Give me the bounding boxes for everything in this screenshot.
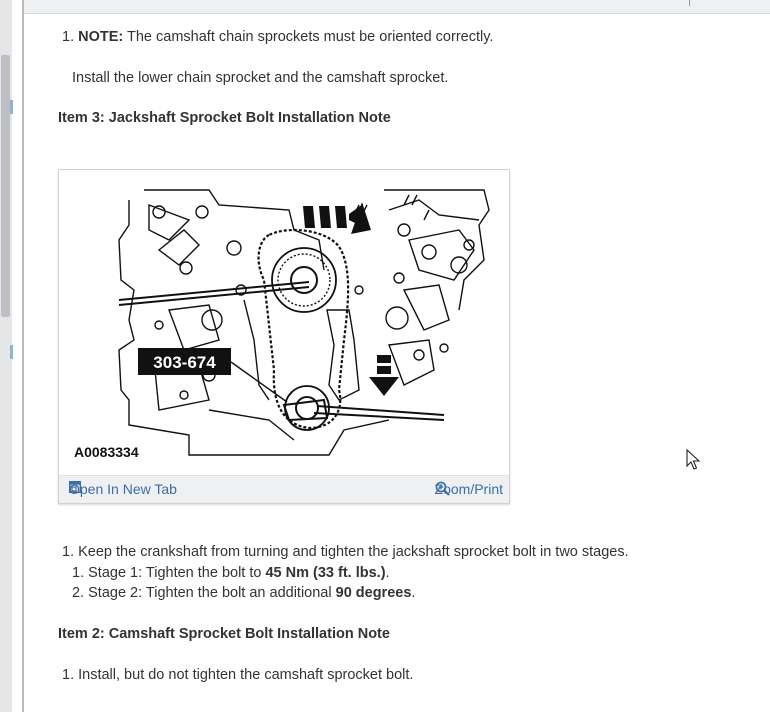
scroll-marker bbox=[10, 345, 13, 359]
left-scrollbar[interactable] bbox=[0, 0, 13, 712]
step-install-text: Install the lower chain sprocket and the… bbox=[72, 70, 449, 86]
figure-panel: 303-674 A0083334 Open In New Tab Zoom/Pr… bbox=[58, 169, 510, 504]
figure-toolbar: Open In New Tab Zoom/Print bbox=[59, 475, 509, 503]
scroll-marker bbox=[10, 100, 13, 114]
zoom-print-link[interactable]: Zoom/Print bbox=[435, 481, 503, 497]
figure-caption: A0083334 bbox=[74, 444, 139, 460]
step-crankshaft: 1. Keep the crankshaft from turning and … bbox=[62, 544, 629, 560]
top-header-strip bbox=[24, 0, 770, 14]
zoom-print-label: Zoom/Print bbox=[434, 481, 503, 497]
step-note: 1. NOTE: The camshaft chain sprockets mu… bbox=[62, 29, 494, 45]
substep-stage-2: 2. Stage 2: Tighten the bolt an addition… bbox=[72, 585, 416, 601]
frame-divider bbox=[22, 0, 24, 712]
item2-heading: Item 2: Camshaft Sprocket Bolt Installat… bbox=[58, 626, 390, 642]
tool-number-label: 303-674 bbox=[153, 353, 216, 372]
open-in-new-tab-link[interactable]: Open In New Tab bbox=[69, 481, 177, 497]
open-in-new-tab-icon bbox=[69, 481, 81, 493]
engine-diagram: 303-674 bbox=[118, 189, 490, 456]
step-camshaft-bolt: 1. Install, but do not tighten the camsh… bbox=[62, 667, 414, 683]
mouse-cursor-icon bbox=[686, 449, 700, 470]
scrollbar-thumb[interactable] bbox=[1, 55, 10, 317]
open-in-new-tab-label: Open In New Tab bbox=[69, 481, 177, 497]
item3-heading: Item 3: Jackshaft Sprocket Bolt Installa… bbox=[58, 110, 391, 126]
substep-stage-1: 1. Stage 1: Tighten the bolt to 45 Nm (3… bbox=[72, 565, 390, 581]
zoom-in-icon bbox=[435, 481, 450, 496]
